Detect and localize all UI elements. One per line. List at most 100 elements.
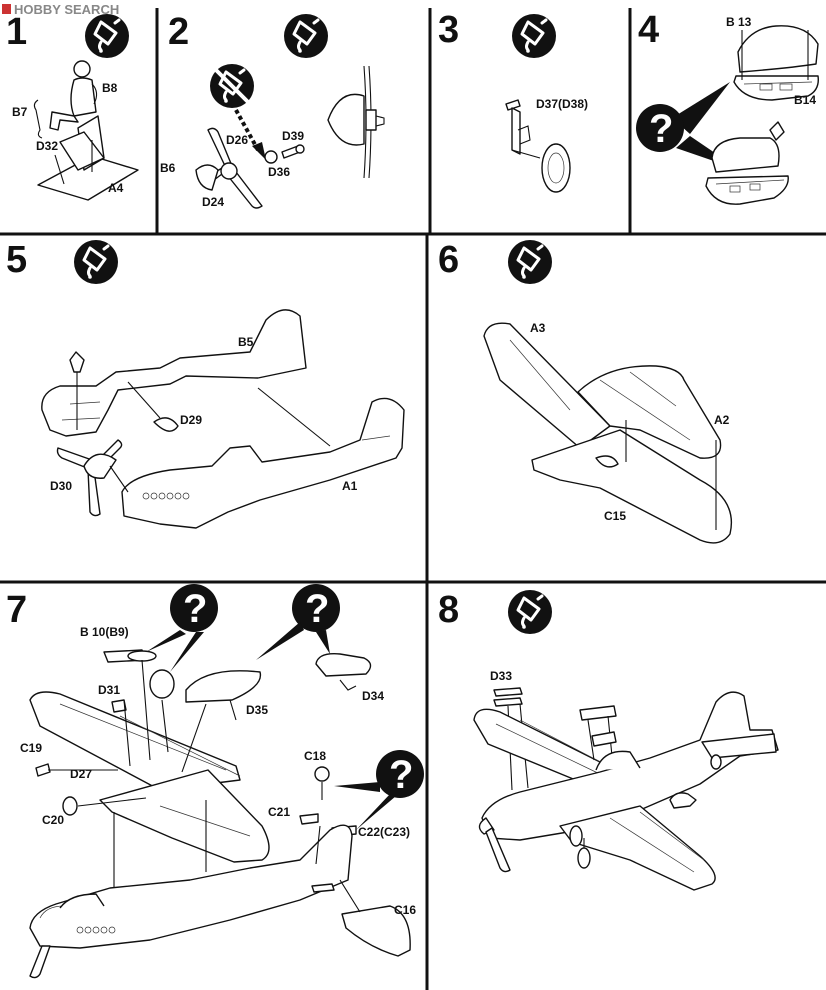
- part-label: D26: [226, 133, 248, 147]
- svg-text:?: ?: [183, 587, 207, 631]
- plane-canopy-top: [579, 705, 617, 721]
- part-a4-floor: [37, 155, 139, 201]
- watermark: HOBBY SEARCH: [2, 2, 119, 17]
- part-label: B6: [160, 161, 176, 175]
- glue-tube-icon: [282, 12, 330, 60]
- glue-tube-icon: [83, 12, 131, 60]
- part-round-mirror: [149, 669, 175, 699]
- wing-lower: [99, 769, 270, 863]
- part-d30-propeller: [56, 439, 123, 517]
- plane-cockpit: [595, 750, 641, 771]
- assembled-canopy: [711, 137, 780, 173]
- part-label: A1: [342, 479, 358, 493]
- part-label: D32: [36, 139, 58, 153]
- part-b13-canopy: [737, 25, 819, 73]
- part-label: A2: [714, 413, 730, 427]
- part-c21: [299, 813, 319, 825]
- part-label: D35: [246, 703, 268, 717]
- step-number: 6: [438, 239, 459, 281]
- part-label: B14: [794, 93, 816, 107]
- svg-text:?: ?: [649, 107, 673, 151]
- step-number: 4: [638, 9, 659, 51]
- step-number: 2: [168, 11, 189, 53]
- watermark-text: HOBBY SEARCH: [14, 2, 119, 17]
- part-c20: [62, 796, 78, 816]
- exhaust-stacks: [76, 926, 116, 934]
- exhaust-stacks: [142, 492, 190, 500]
- svg-text:?: ?: [389, 753, 413, 797]
- step-number: 7: [6, 589, 27, 631]
- part-label: B 10(B9): [80, 625, 129, 639]
- part-label: B8: [102, 81, 118, 95]
- part-b6-spinner: [195, 164, 219, 191]
- spinner-side-view: [327, 65, 385, 179]
- part-label: D30: [50, 479, 72, 493]
- part-d34-bomb: [315, 653, 372, 677]
- part-d29: [153, 417, 179, 432]
- part-label: D37(D38): [536, 97, 588, 111]
- step-4-panel: 4 ? B 13 B14: [636, 9, 819, 205]
- part-label: D27: [70, 767, 92, 781]
- part-label: A4: [108, 181, 124, 195]
- part-b14-cockpit: [733, 75, 819, 101]
- step-1-panel: 1 B8 B7 D32 A4: [6, 11, 139, 201]
- part-label: D34: [362, 689, 384, 703]
- part-c16-tailplane: [341, 905, 411, 957]
- part-a1-fuselage-half: [121, 397, 405, 529]
- plane-drop-tank: [669, 792, 697, 809]
- part-b5-fuselage-half: [41, 309, 307, 437]
- step-number: 5: [6, 239, 27, 281]
- no-glue-icon: [208, 62, 256, 110]
- panel-grid: [0, 8, 826, 990]
- part-label: C18: [304, 749, 326, 763]
- question-mark-icon: ?: [170, 584, 218, 632]
- glue-tube-icon: [72, 238, 120, 286]
- part-d35-canopy: [185, 670, 262, 703]
- step-number: 8: [438, 589, 459, 631]
- glue-tube-icon: [510, 12, 558, 60]
- svg-text:?: ?: [305, 587, 329, 631]
- part-b8-pilot: [49, 60, 98, 131]
- plane-wheel: [577, 847, 591, 869]
- question-mark-icon: ?: [292, 584, 340, 632]
- part-label: C20: [42, 813, 64, 827]
- step-number: 3: [438, 9, 459, 51]
- part-label: C15: [604, 509, 626, 523]
- part-label: C16: [394, 903, 416, 917]
- part-label: A3: [530, 321, 546, 335]
- part-label: B 13: [726, 15, 752, 29]
- part-label: D36: [268, 165, 290, 179]
- plane-tailplane: [701, 733, 777, 759]
- step-2-panel: 2 D26 D39 B6 D36 D24: [160, 11, 385, 209]
- part-label: D29: [180, 413, 202, 427]
- part-c19: [35, 763, 51, 777]
- part-d33: [493, 687, 523, 697]
- part-label: C19: [20, 741, 42, 755]
- part-label: C21: [268, 805, 290, 819]
- question-mark-icon: ?: [376, 750, 424, 798]
- plane-wing-right: [559, 805, 716, 891]
- step-3-panel: 3 D37(D38): [438, 9, 588, 193]
- part-b7-stick: [33, 99, 43, 139]
- part-label: D31: [98, 683, 120, 697]
- glue-tube-icon: [506, 588, 554, 636]
- glue-tube-icon: [506, 238, 554, 286]
- fuselage-assembled: [29, 824, 353, 949]
- part-c18: [314, 766, 330, 782]
- part-label: C22(C23): [358, 825, 410, 839]
- part-d36-washer: [264, 150, 278, 164]
- part-wheel: [541, 143, 571, 193]
- part-label: B7: [12, 105, 28, 119]
- part-label: D24: [202, 195, 224, 209]
- step-7-panel: 7 ? ? ?: [6, 584, 424, 979]
- part-c15-lower-wing: [531, 429, 732, 544]
- part-d37-landing-gear: [505, 99, 541, 159]
- part-d32-seat: [59, 131, 105, 171]
- step-number: 1: [6, 11, 27, 53]
- part-label: D33: [490, 669, 512, 683]
- fuselage-cockpit-opening: [59, 893, 105, 909]
- step-8-panel: 8 D33: [438, 588, 779, 891]
- part-label: D39: [282, 129, 304, 143]
- part-d31: [111, 699, 127, 713]
